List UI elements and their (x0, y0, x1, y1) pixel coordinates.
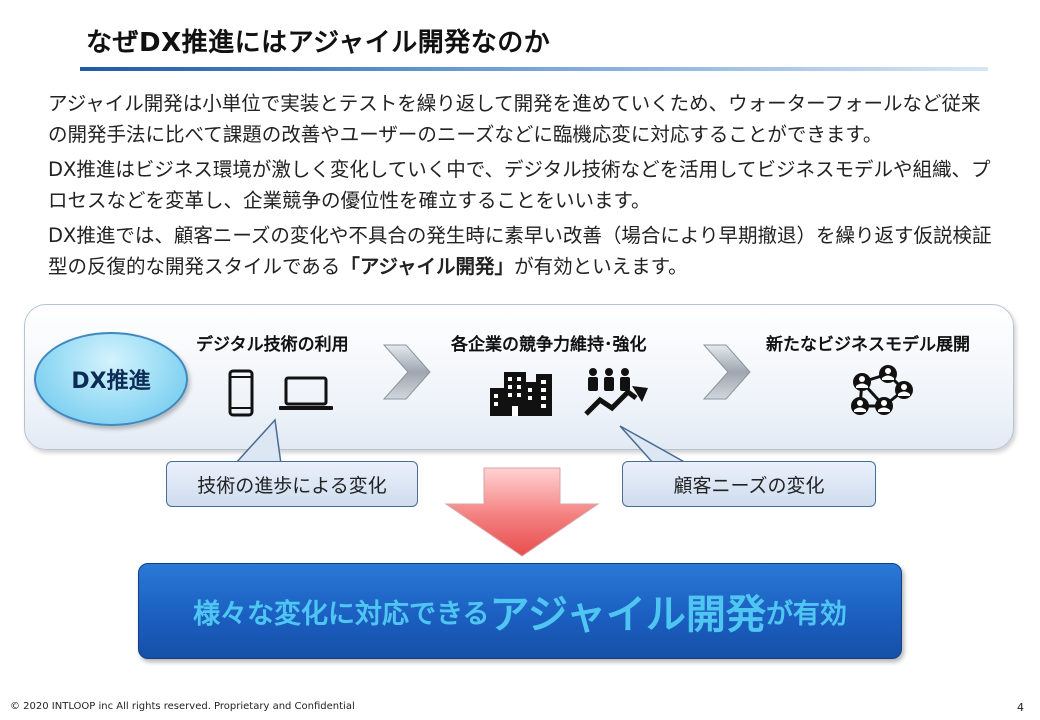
dx-start-label: DX推進 (71, 369, 151, 394)
result-text-part3: が有効 (765, 598, 847, 630)
callout-tail-customer (619, 425, 691, 465)
slide-title: なぜDX推進にはアジャイル開発なのか (86, 28, 551, 58)
paragraph-conclusion-pre: DX推進では、顧客ニーズの変化や不具合の発生時に素早い改善（場合により早期撤退）… (48, 224, 992, 278)
result-box: 様々な変化に対応できる アジャイル開発 が有効 (138, 563, 902, 659)
paragraph-dx: DX推進はビジネス環境が激しく変化していく中で、デジタル技術などを活用してビジネ… (48, 158, 991, 212)
paragraph-conclusion: DX推進では、顧客ニーズの変化や不具合の発生時に素早い改善（場合により早期撤退）… (48, 220, 998, 282)
smartphone-icon (228, 369, 254, 417)
step-label-competitiveness: 各企業の競争力維持･強化 (451, 335, 647, 355)
paragraph-conclusion-bold: 「アジャイル開発」 (340, 255, 515, 278)
body-text: アジャイル開発は小単位で実装とテストを繰り返して開発を進めていくため、ウォーター… (48, 88, 998, 286)
footer-copyright: © 2020 INTLOOP inc All rights reserved. … (10, 701, 355, 712)
dx-start-ellipse: DX推進 (34, 332, 188, 426)
laptop-icon (279, 376, 333, 410)
title-underline (80, 67, 988, 71)
chevron-right-icon (382, 344, 431, 400)
result-text-agile: アジャイル開発 (489, 592, 766, 638)
chevron-right-icon (702, 344, 751, 400)
result-text-part1: 様々な変化に対応できる (193, 598, 490, 630)
growth-people-icon (584, 368, 648, 416)
callout-customer-needs: 顧客ニーズの変化 (622, 461, 876, 507)
step-label-new-business: 新たなビジネスモデル展開 (766, 335, 970, 355)
callout-tech-progress-text: 技術の進歩による変化 (197, 474, 387, 497)
buildings-icon (490, 372, 552, 416)
network-people-icon (851, 365, 913, 415)
page-number: 4 (1017, 701, 1024, 714)
paragraph-conclusion-post: が有効といえます。 (514, 255, 688, 278)
step-label-digital: デジタル技術の利用 (196, 335, 349, 355)
callout-customer-needs-text: 顧客ニーズの変化 (673, 474, 825, 497)
callout-tech-progress: 技術の進歩による変化 (166, 461, 418, 507)
paragraph-agile: アジャイル開発は小単位で実装とテストを繰り返して開発を進めていくため、ウォーター… (48, 92, 981, 146)
down-arrow-icon (444, 467, 600, 557)
callout-tail-tech (233, 418, 282, 465)
